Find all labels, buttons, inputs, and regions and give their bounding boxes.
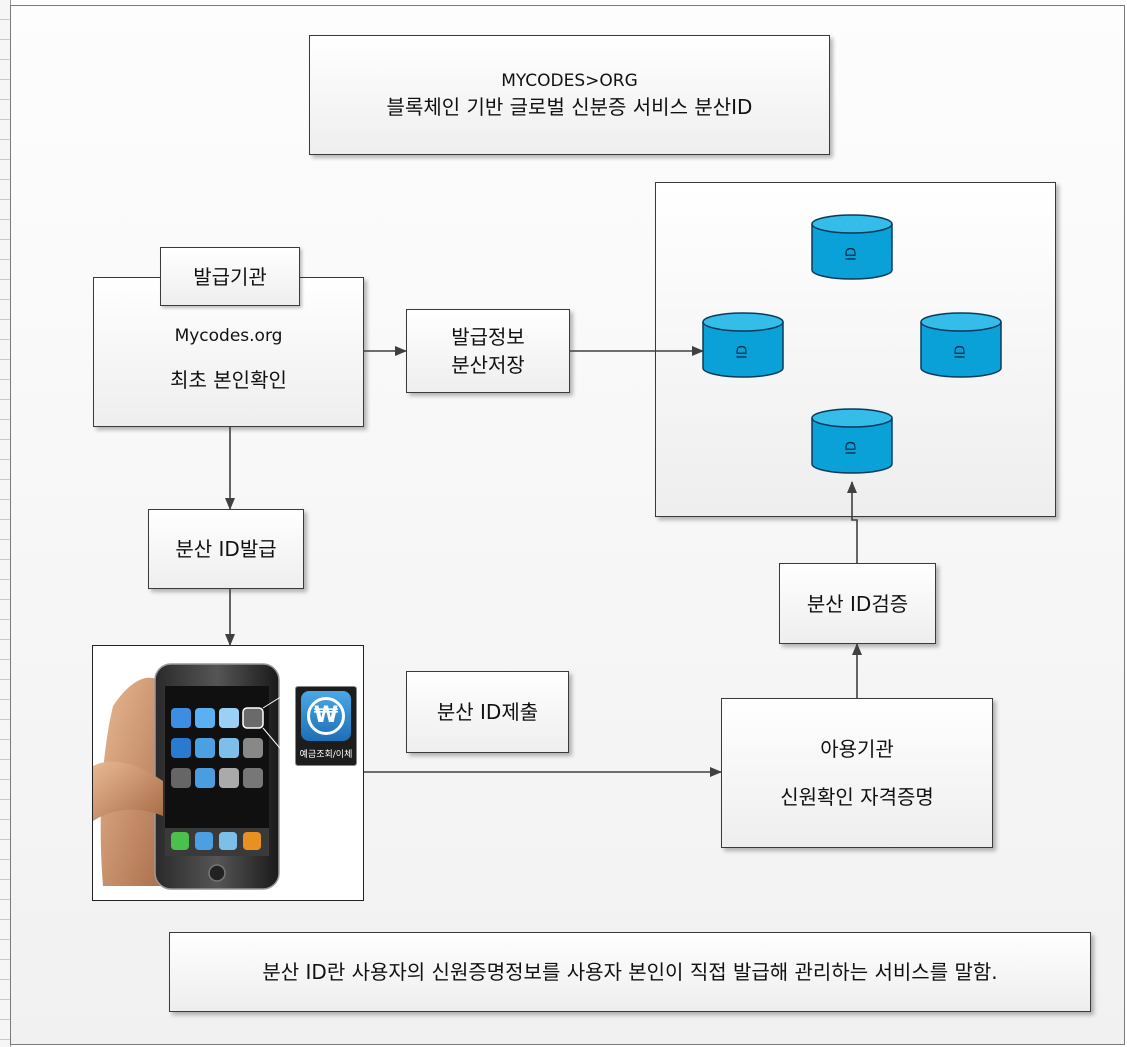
submit-id-label: 분산 ID제출 <box>436 700 539 724</box>
issue-id-label: 분산 ID발급 <box>175 537 277 561</box>
user-org-box: 아용기관 신원확인 자격증명 <box>721 698 993 848</box>
footnote-text: 분산 ID란 사용자의 신원증명정보를 사용자 본인이 직접 발급해 관리하는 … <box>262 960 998 984</box>
user-org-desc: 신원확인 자격증명 <box>780 785 934 809</box>
issue-id-box: 분산 ID발급 <box>148 509 304 589</box>
ledger-panel <box>655 182 1056 517</box>
issuer-site: Mycodes.org <box>174 326 283 346</box>
title-line-1: MYCODES>ORG <box>501 71 638 91</box>
banking-app-label: 예금조회/이체 <box>299 750 353 760</box>
phone-illustration: ₩ 예금조회/이체 <box>92 645 364 901</box>
user-org-title: 아용기관 <box>820 737 894 761</box>
won-symbol: ₩ <box>307 697 345 735</box>
verify-id-box: 분산 ID검증 <box>779 563 936 644</box>
won-icon: ₩ <box>301 691 351 741</box>
issuer-desc: 최초 본인확인 <box>170 368 287 392</box>
title-line-2: 블록체인 기반 글로벌 신분증 서비스 분산ID <box>386 95 753 119</box>
verify-id-label: 분산 ID검증 <box>806 591 909 616</box>
footnote-box: 분산 ID란 사용자의 신원증명정보를 사용자 본인이 직접 발급해 관리하는 … <box>169 932 1091 1012</box>
issuer-tab: 발급기관 <box>160 247 300 306</box>
store-line-1: 발급정보 <box>451 325 525 349</box>
issuer-tab-label: 발급기관 <box>193 264 267 289</box>
submit-id-box: 분산 ID제출 <box>406 671 569 753</box>
store-line-2: 분산저장 <box>451 353 525 377</box>
banking-app-icon: ₩ 예금조회/이체 <box>295 686 357 766</box>
title-box: MYCODES>ORG 블록체인 기반 글로벌 신분증 서비스 분산ID <box>309 35 830 155</box>
store-box: 발급정보 분산저장 <box>406 309 570 393</box>
hand-phone-drawing <box>93 663 296 890</box>
